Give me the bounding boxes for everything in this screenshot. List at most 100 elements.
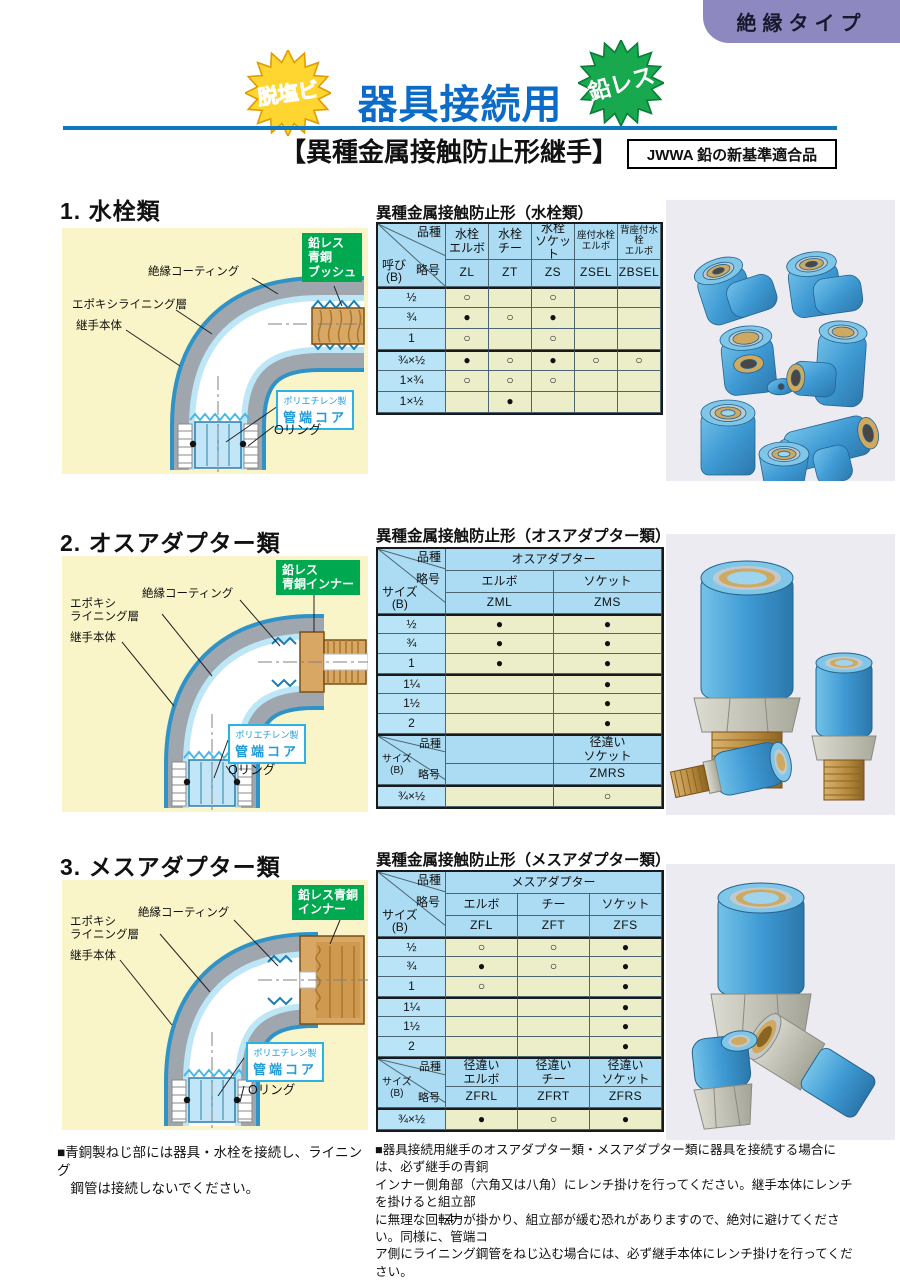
blue-fittings-photo-illustration	[693, 251, 879, 481]
note-left: ■青銅製ねじ部には器具・水栓を接続し、ライニング 鋼管は接続しないでください。	[57, 1145, 363, 1197]
badge-lead-free: 鉛レス	[578, 40, 664, 126]
group-header: オスアダプター	[446, 549, 662, 571]
mark-cell: ●	[590, 977, 662, 997]
subtable-corner-cell: 品種 略号 サイズ (B)	[378, 1057, 446, 1108]
mark-cell: ○	[532, 287, 575, 308]
size-cell: 2	[378, 1037, 446, 1057]
label-insulation-coating: 絶縁コーティング	[148, 266, 240, 278]
mark-cell: ○	[446, 287, 489, 308]
size-cell: ½	[378, 937, 446, 957]
column-header: エルボ	[446, 571, 554, 593]
corner-code-label: 略号	[418, 1091, 440, 1104]
subtable-column-code: ZFRT	[518, 1087, 590, 1108]
subtable-column-header: 径違い ソケット	[554, 734, 662, 764]
corner-kind-label: 品種	[416, 550, 441, 564]
corner-code-label: 略号	[415, 263, 440, 277]
corner-size-label: サイズ (B)	[382, 907, 418, 935]
label-core: 管端コア	[235, 744, 300, 759]
mark-cell: ○	[618, 350, 661, 371]
mark-cell	[446, 694, 554, 714]
subtable-column-header	[446, 734, 554, 764]
mark-cell	[446, 997, 518, 1017]
mark-cell: ○	[532, 329, 575, 350]
diagram-male-adapter: 鉛レス 青銅インナー 絶縁コーティング エポキシ ライニング層 継手本体 ポリエ…	[62, 556, 368, 812]
mark-cell: ○	[489, 308, 532, 329]
size-cell: ½	[378, 614, 446, 634]
mark-cell: ●	[446, 614, 554, 634]
size-cell: ¾	[378, 957, 446, 977]
mark-cell: ○	[446, 977, 518, 997]
size-cell: ¾×½	[378, 1108, 446, 1130]
label-o-ring: Oリング	[228, 763, 276, 777]
column-header: 水栓 エルボ	[446, 224, 489, 260]
mark-cell	[575, 329, 618, 350]
photo-male-adapters	[666, 534, 895, 815]
diagram-female-adapter: 鉛レス青銅 インナー 絶縁コーティング エポキシ ライニング層 継手本体 ポリエ…	[62, 880, 368, 1130]
table-3-title: 異種金属接触防止形（メスアダプター類）	[376, 852, 671, 869]
starburst-yellow-icon: 脱塩ビ	[245, 50, 331, 136]
mark-cell: ●	[554, 694, 662, 714]
table-1-title: 異種金属接触防止形（水栓類）	[376, 205, 594, 222]
header-rule	[63, 126, 837, 130]
mark-cell: ●	[532, 308, 575, 329]
corner-tab-label: 絶縁タイプ	[736, 13, 867, 35]
mark-cell	[518, 977, 590, 997]
starburst-green-icon: 鉛レス	[578, 40, 664, 126]
label-polyethylene: ポリエチレン製	[283, 396, 347, 406]
mark-cell	[446, 785, 554, 807]
size-cell: ¾	[378, 308, 446, 329]
label-epoxy-lining: エポキシ ライニング層	[70, 916, 139, 942]
label-fitting-body: 継手本体	[70, 632, 116, 644]
table-faucet-type: 品種 略号 呼び (B) 水栓 エルボ 水栓 チー 水栓 ソケット 座付水栓 エ…	[376, 222, 663, 415]
subtable-column-code	[446, 764, 554, 785]
mark-cell: ●	[446, 1108, 518, 1130]
mark-cell: ●	[590, 937, 662, 957]
size-cell: 1½	[378, 694, 446, 714]
label-o-ring: Oリング	[248, 1083, 296, 1097]
mark-cell: ●	[590, 1108, 662, 1130]
column-code: ZT	[489, 260, 532, 287]
mark-cell: ●	[590, 957, 662, 977]
size-cell: 1×½	[378, 392, 446, 413]
label-polyethylene: ポリエチレン製	[253, 1048, 317, 1058]
label-insulation-coating: 絶縁コーティング	[138, 907, 230, 919]
label-fitting-body: 継手本体	[76, 320, 122, 332]
section-2-heading: 2. オスアダプター類	[60, 530, 281, 556]
mark-cell: ●	[590, 1017, 662, 1037]
section-3-heading: 3. メスアダプター類	[60, 854, 281, 880]
size-cell: ¾×½	[378, 350, 446, 371]
mark-cell	[446, 674, 554, 694]
corner-kind-label: 品種	[416, 873, 441, 887]
subtable-corner-cell: 品種 略号 サイズ (B)	[378, 734, 446, 785]
mark-cell: ○	[554, 785, 662, 807]
mark-cell	[446, 1017, 518, 1037]
mark-cell	[575, 287, 618, 308]
mark-cell: ●	[554, 614, 662, 634]
mark-cell: ●	[554, 634, 662, 654]
diagram-faucet-type: 鉛レス 青銅 ブッシュ 絶縁コーティング エポキシライニング層 継手本体 ポリエ…	[62, 228, 368, 474]
label-pipe-end-core: ポリエチレン製 管端コア	[228, 724, 307, 764]
column-header: ソケット	[590, 894, 662, 916]
column-code: ZBSEL	[618, 260, 661, 287]
corner-size-label: 呼び (B)	[382, 257, 407, 285]
mark-cell: ○	[532, 371, 575, 392]
column-code: ZFS	[590, 916, 662, 937]
mark-cell: ○	[518, 1108, 590, 1130]
faucet-elbow-cross-section-drawing	[125, 276, 366, 474]
table-female-adapter-type: 品種 略号 サイズ (B) メスアダプター エルボ チー ソケット ZFL ZF…	[376, 870, 664, 1132]
mark-cell: ●	[554, 674, 662, 694]
mark-cell	[489, 287, 532, 308]
mark-cell	[618, 392, 661, 413]
mark-cell: ●	[554, 714, 662, 734]
size-cell: 1	[378, 329, 446, 350]
label-lead-free-bronze-bush: 鉛レス 青銅 ブッシュ	[301, 233, 362, 283]
mark-cell: ●	[590, 997, 662, 1017]
label-pipe-end-core: ポリエチレン製 管端コア	[246, 1042, 325, 1082]
mark-cell	[618, 371, 661, 392]
corner-kind-label: 品種	[419, 738, 441, 750]
size-cell: 1½	[378, 1017, 446, 1037]
label-epoxy-lining: エポキシライニング層	[72, 299, 187, 311]
mark-cell	[518, 997, 590, 1017]
column-header: エルボ	[446, 894, 518, 916]
label-lead-free-bronze-inner: 鉛レス 青銅インナー	[275, 560, 360, 595]
